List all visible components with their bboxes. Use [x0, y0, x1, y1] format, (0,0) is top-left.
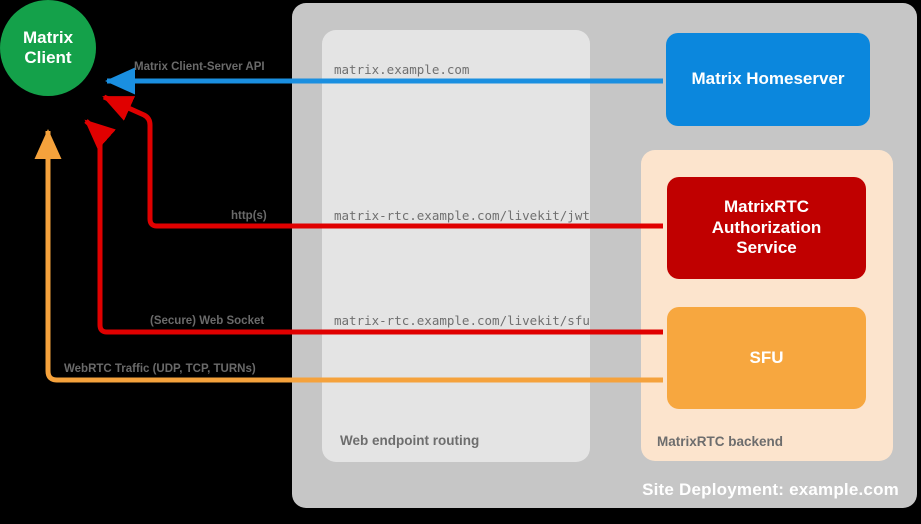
edge-label-https: http(s) [231, 210, 267, 222]
node-matrixrtc-authorization-service[interactable]: MatrixRTC Authorization Service [667, 177, 866, 279]
matrix-homeserver-label: Matrix Homeserver [691, 69, 845, 89]
site-deployment-label: Site Deployment: example.com [642, 480, 899, 499]
url-label-matrix: matrix.example.com [334, 62, 470, 77]
edge-label-matrix-client-server-api: Matrix Client-Server API [134, 61, 265, 73]
auth-service-label-line1: MatrixRTC [723, 196, 809, 216]
web-endpoint-routing-container: Web endpoint routing [322, 30, 590, 462]
node-matrix-client[interactable]: Matrix Client [0, 0, 96, 96]
web-endpoint-routing-label: Web endpoint routing [340, 433, 480, 448]
url-label-livekit-jwt: matrix-rtc.example.com/livekit/jwt [334, 208, 590, 223]
matrix-client-label-line1: Matrix [22, 27, 74, 47]
matrix-client-label: Matrix Client [23, 28, 73, 69]
auth-service-label-line3: Service [736, 238, 797, 258]
url-label-livekit-sfu: matrix-rtc.example.com/livekit/sfu [334, 313, 590, 328]
matrixrtc-backend-label: MatrixRTC backend [657, 434, 784, 449]
node-matrix-homeserver[interactable]: Matrix Homeserver [666, 33, 870, 126]
sfu-label: SFU [749, 347, 784, 367]
auth-service-label-line2: Authorization [711, 217, 822, 237]
edge-label-websocket: (Secure) Web Socket [150, 315, 265, 327]
node-sfu[interactable]: SFU [667, 307, 866, 409]
edge-label-webrtc-traffic: WebRTC Traffic (UDP, TCP, TURNs) [64, 363, 256, 375]
auth-service-label: MatrixRTC Authorization Service [712, 197, 822, 259]
matrix-client-label-line2: Client [24, 48, 72, 67]
